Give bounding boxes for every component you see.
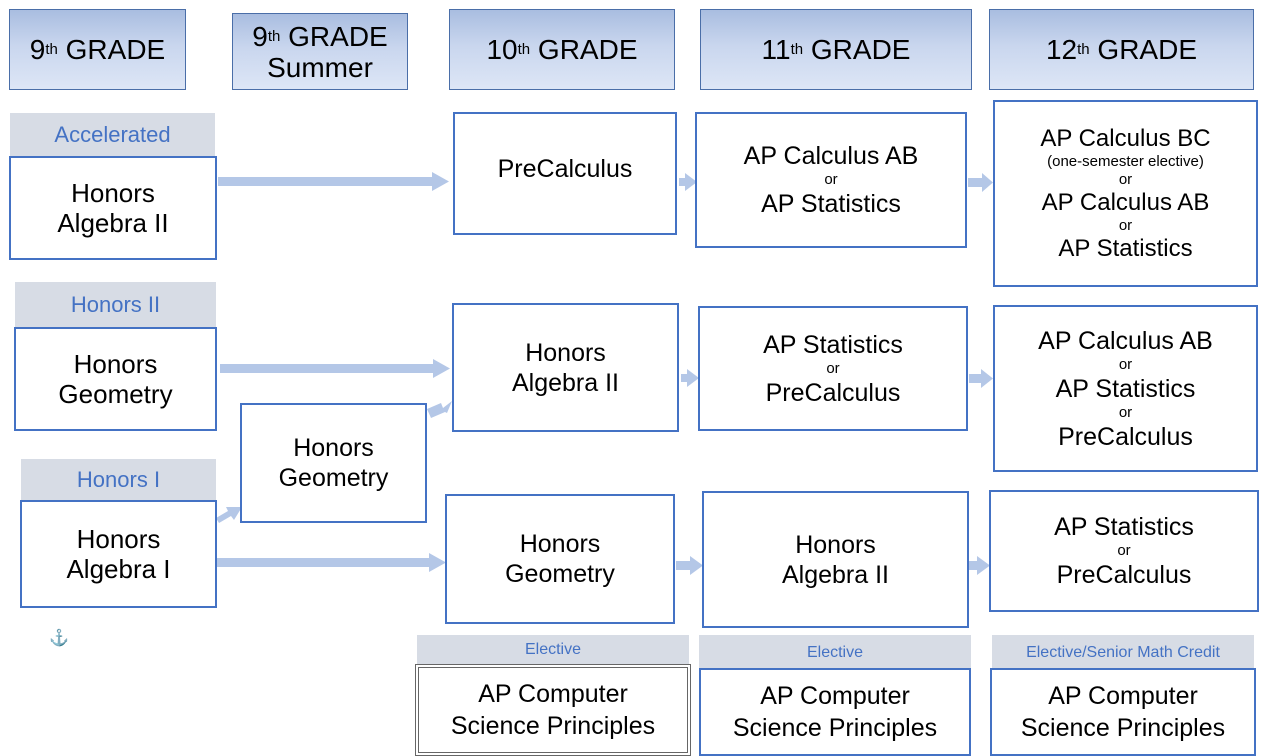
- course-10-accelerated: PreCalculus: [453, 112, 677, 235]
- or-text: or: [824, 171, 838, 188]
- or-text: or: [1118, 170, 1133, 188]
- header-text: GRADE: [280, 20, 388, 52]
- course-line: Geometry: [58, 379, 173, 409]
- course-line: Science Principles: [450, 712, 656, 740]
- elective-label-12: Elective/Senior Math Credit: [992, 635, 1254, 670]
- course-note: (one-semester elective): [1047, 152, 1204, 170]
- arrow-h1-10-11: [676, 556, 703, 575]
- header-text: GRADE: [803, 34, 911, 65]
- course-10-honors-ii: Honors Algebra II: [452, 303, 679, 432]
- header-suffix: th: [517, 41, 531, 58]
- course-9-honors-i: Honors Algebra I: [20, 500, 217, 608]
- header-grade-9: 9th GRADE: [9, 9, 186, 90]
- course-line: Geometry: [278, 464, 389, 492]
- header-suffix: th: [1077, 41, 1090, 58]
- course-line: PreCalculus: [1058, 422, 1193, 451]
- course-line: Science Principles: [732, 714, 938, 742]
- course-line: Science Principles: [1020, 714, 1226, 742]
- course-line: AP Calculus BC: [1040, 124, 1211, 152]
- header-number: 12: [1045, 34, 1078, 65]
- course-line: Honors: [519, 530, 601, 558]
- course-line: Honors: [73, 349, 158, 379]
- anchor-icon: ⚓: [49, 630, 69, 647]
- arrow-h2-10-11: [681, 369, 699, 387]
- arrow-acc-11-12: [968, 173, 993, 192]
- header-grade-12: 12th GRADE: [989, 9, 1254, 90]
- or-text: or: [1117, 542, 1131, 559]
- course-summer-geometry: Honors Geometry: [240, 403, 427, 523]
- arrow-acc-9-10: [218, 172, 449, 191]
- course-12-honors-ii: AP Calculus AB or AP Statistics or PreCa…: [993, 305, 1258, 472]
- course-11-honors-i: Honors Algebra II: [702, 491, 969, 628]
- course-line: AP Statistics: [1055, 374, 1196, 403]
- header-number: 10: [486, 34, 518, 65]
- track-label-honors-ii: Honors II: [15, 282, 216, 327]
- course-line: PreCalculus: [1056, 561, 1192, 589]
- course-line: Algebra II: [781, 560, 889, 589]
- header-grade-11: 11th GRADE: [700, 9, 972, 90]
- course-11-accelerated: AP Calculus AB or AP Statistics: [695, 112, 967, 248]
- header-number: 9: [252, 20, 268, 52]
- header-text: GRADE: [530, 34, 638, 65]
- course-12-honors-i: AP Statistics or PreCalculus: [989, 490, 1259, 612]
- header-grade-10: 10th GRADE: [449, 9, 675, 90]
- or-text: or: [1118, 403, 1133, 421]
- elective-course-10: AP Computer Science Principles: [415, 664, 691, 756]
- header-text: GRADE: [57, 34, 166, 65]
- course-line: AP Calculus AB: [1041, 188, 1210, 216]
- header-number: 11: [761, 34, 791, 65]
- course-line: AP Computer: [1048, 682, 1198, 710]
- track-label-honors-i: Honors I: [21, 459, 216, 501]
- or-text: or: [1118, 216, 1133, 234]
- or-text: or: [826, 359, 840, 377]
- course-line: Geometry: [505, 560, 615, 588]
- elective-label-10: Elective: [417, 635, 689, 664]
- arrow-h1-9-summer: [216, 507, 242, 523]
- arrow-h2-9-10: [220, 359, 450, 378]
- or-text: or: [1118, 355, 1133, 373]
- arrow-h1-11-12: [969, 556, 990, 575]
- course-line: Honors: [293, 434, 374, 462]
- header-suffix: th: [267, 27, 281, 45]
- header-line2: Summer: [267, 51, 373, 83]
- course-line: AP Statistics: [1054, 513, 1194, 541]
- header-number: 9: [29, 34, 46, 65]
- arrow-acc-10-11: [679, 173, 697, 191]
- course-line: AP Calculus AB: [1038, 326, 1213, 355]
- course-line: Honors: [795, 530, 876, 559]
- arrow-h1-9-10: [214, 553, 446, 572]
- course-line: AP Calculus AB: [743, 142, 919, 170]
- course-9-accelerated: Honors Algebra II: [9, 156, 217, 260]
- course-line: Algebra II: [57, 208, 169, 238]
- course-line: AP Statistics: [1058, 234, 1193, 262]
- arrow-h2-11-12: [969, 369, 993, 388]
- elective-course-11: AP Computer Science Principles: [699, 668, 971, 756]
- elective-course-12: AP Computer Science Principles: [990, 668, 1256, 756]
- header-suffix: th: [790, 41, 804, 58]
- course-line: AP Computer: [478, 680, 628, 708]
- course-line: PreCalculus: [497, 155, 633, 183]
- arrow-summer-10: [427, 401, 452, 418]
- course-line: AP Statistics: [761, 190, 901, 218]
- course-line: AP Computer: [760, 682, 910, 710]
- course-12-accelerated: AP Calculus BC (one-semester elective) o…: [993, 100, 1258, 287]
- elective-label-11: Elective: [699, 635, 971, 670]
- course-10-honors-i: Honors Geometry: [445, 494, 675, 624]
- course-11-honors-ii: AP Statistics or PreCalculus: [698, 306, 968, 431]
- course-line: AP Statistics: [763, 330, 903, 359]
- course-line: PreCalculus: [765, 378, 901, 407]
- course-line: Algebra I: [66, 554, 171, 584]
- course-line: Honors: [76, 524, 161, 554]
- header-suffix: th: [45, 41, 58, 58]
- course-line: Honors: [525, 338, 606, 367]
- course-line: Algebra II: [511, 368, 619, 397]
- course-line: Honors: [71, 178, 155, 208]
- header-text: GRADE: [1089, 34, 1198, 65]
- track-label-accelerated: Accelerated: [10, 113, 215, 157]
- course-9-honors-ii: Honors Geometry: [14, 327, 217, 431]
